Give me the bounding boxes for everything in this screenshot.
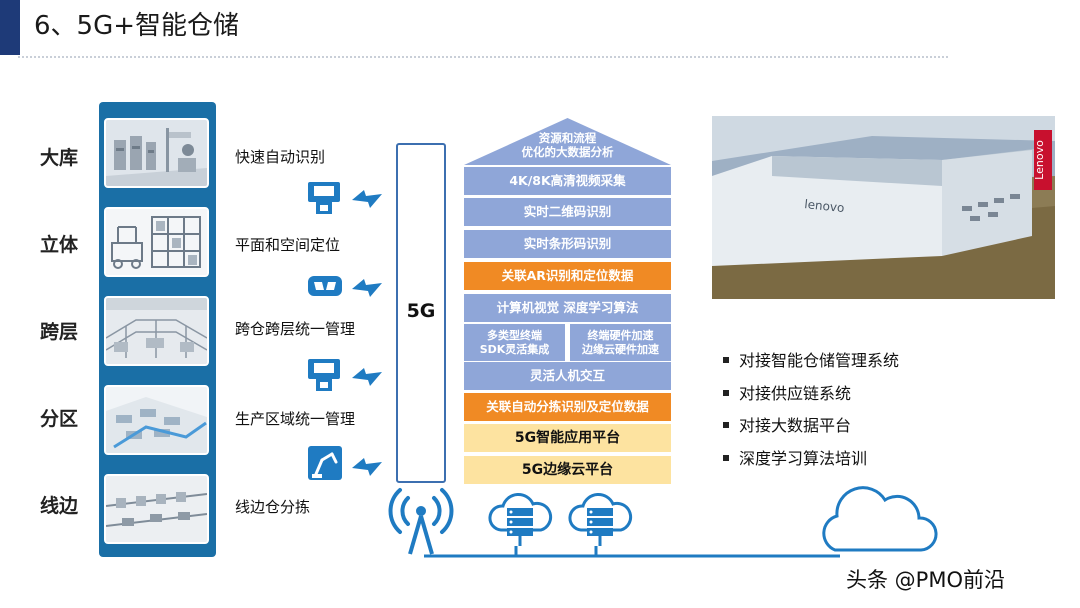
left-label-large-warehouse: 大库 bbox=[40, 147, 79, 169]
page-title: 6、5G+智能仓储 bbox=[34, 11, 240, 41]
bullet-icon bbox=[723, 389, 729, 396]
terminal-sdk-line-2: SDK灵活集成 bbox=[479, 342, 550, 356]
left-label-cross-floor: 跨层 bbox=[40, 321, 79, 343]
zone-floor-image bbox=[104, 385, 209, 455]
cross-floor-image bbox=[104, 296, 209, 366]
network-connector-line bbox=[420, 532, 940, 566]
cloud-icon bbox=[815, 486, 941, 560]
bullet-icon bbox=[723, 421, 729, 428]
scanner-icon bbox=[306, 180, 342, 222]
server-cloud-icon bbox=[567, 492, 633, 552]
terminal-sdk-line-1: 多类型终端 bbox=[486, 328, 542, 342]
function-label-cross-warehouse: 跨仓跨层统一管理 bbox=[235, 320, 356, 338]
function-label-line-side-sorting: 线边仓分拣 bbox=[235, 498, 311, 516]
layer-ar-positioning: 关联AR识别和定位数据 bbox=[464, 262, 671, 290]
robot-arm-icon bbox=[306, 444, 344, 486]
stack-roof bbox=[464, 118, 671, 169]
title-divider bbox=[18, 56, 948, 58]
antenna-icon bbox=[388, 486, 454, 560]
title-accent-bar bbox=[0, 0, 20, 55]
function-label-positioning: 平面和空间定位 bbox=[235, 236, 341, 254]
layer-hci: 灵活人机交互 bbox=[464, 362, 671, 390]
bullet-icon bbox=[723, 356, 729, 363]
function-label-fast-recognition: 快速自动识别 bbox=[235, 148, 326, 166]
bullet-item: 对接供应链系统 bbox=[723, 384, 851, 404]
hardware-accel-line-1: 终端硬件加速 bbox=[587, 328, 654, 342]
wireless-signal-icon bbox=[350, 456, 384, 482]
layer-video-capture: 4K/8K高清视频采集 bbox=[464, 167, 671, 195]
photo-sign-text: Lenovo bbox=[1033, 140, 1046, 180]
stack-roof-text: 资源和流程 优化的大数据分析 bbox=[464, 131, 671, 159]
left-label-stereo: 立体 bbox=[40, 234, 79, 256]
function-label-production-zone: 生产区域统一管理 bbox=[235, 410, 356, 428]
layer-barcode-recognition: 实时条形码识别 bbox=[464, 230, 671, 258]
warehouse-photo: Lenovo lenovo bbox=[712, 116, 1055, 299]
wireless-signal-icon bbox=[350, 277, 384, 303]
server-cloud-icon bbox=[487, 492, 553, 552]
layer-auto-sorting: 关联自动分拣识别及定位数据 bbox=[464, 393, 671, 421]
bullet-text: 对接大数据平台 bbox=[739, 416, 852, 435]
line-side-image bbox=[104, 474, 209, 544]
5g-network-column bbox=[396, 143, 446, 483]
wireless-signal-icon bbox=[350, 366, 384, 392]
layer-5g-app-platform: 5G智能应用平台 bbox=[464, 424, 671, 452]
scenario-image-strip bbox=[99, 102, 216, 557]
left-label-zone: 分区 bbox=[40, 408, 79, 430]
bullet-item: 对接智能仓储管理系统 bbox=[723, 351, 899, 371]
bullet-item: 深度学习算法培训 bbox=[723, 449, 867, 469]
layer-hardware-acceleration: 终端硬件加速边缘云硬件加速 bbox=[570, 324, 671, 361]
layer-5g-edge-cloud: 5G边缘云平台 bbox=[464, 456, 671, 484]
left-label-line-side: 线边 bbox=[40, 495, 79, 517]
bullet-text: 深度学习算法培训 bbox=[739, 449, 868, 468]
bullet-text: 对接供应链系统 bbox=[739, 384, 852, 403]
roof-line-2: 优化的大数据分析 bbox=[521, 145, 614, 159]
stereo-shelf-image bbox=[104, 207, 209, 277]
bullet-item: 对接大数据平台 bbox=[723, 416, 851, 436]
wireless-signal-icon bbox=[350, 188, 384, 214]
watermark: 头条 @PMO前沿 bbox=[846, 568, 1005, 592]
roof-line-1: 资源和流程 bbox=[538, 131, 597, 145]
warehouse-robot-image bbox=[104, 118, 209, 188]
5g-label: 5G bbox=[406, 300, 436, 322]
bullet-icon bbox=[723, 454, 729, 461]
scanner-icon bbox=[306, 357, 342, 399]
vr-goggles-icon bbox=[306, 272, 344, 306]
bullet-text: 对接智能仓储管理系统 bbox=[739, 351, 900, 370]
layer-qr-recognition: 实时二维码识别 bbox=[464, 198, 671, 226]
photo-wall-text: lenovo bbox=[804, 197, 845, 215]
hardware-accel-line-2: 边缘云硬件加速 bbox=[582, 342, 659, 356]
layer-vision-deep-learning: 计算机视觉 深度学习算法 bbox=[464, 294, 671, 322]
